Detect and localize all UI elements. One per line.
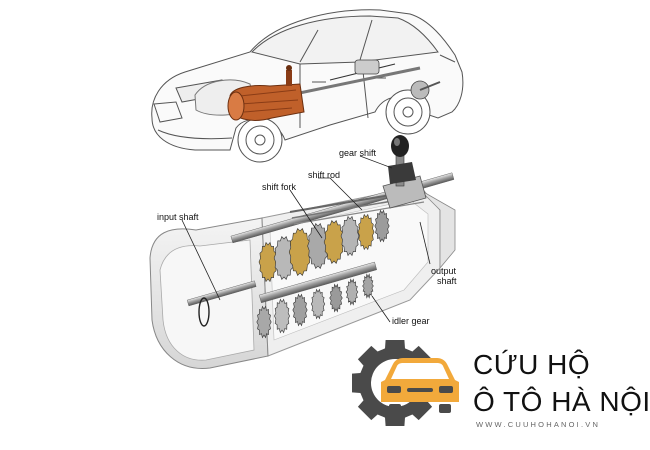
gear xyxy=(256,305,272,339)
gear xyxy=(340,215,360,257)
gear xyxy=(345,278,359,306)
gear xyxy=(274,298,290,334)
drive-shaft xyxy=(284,59,441,100)
label-shift-rod: shift rod xyxy=(308,170,341,180)
label-output-shaft-line2: shaft xyxy=(437,276,457,286)
gear xyxy=(288,228,312,276)
gear xyxy=(258,241,278,283)
gear xyxy=(329,283,343,313)
gear xyxy=(292,293,308,327)
logo-gear-car-icon xyxy=(352,340,459,426)
car-icon xyxy=(381,358,459,413)
label-output-shaft-line1: output xyxy=(431,266,457,276)
gear xyxy=(374,209,390,243)
logo-line-2: Ô TÔ HÀ NỘI xyxy=(473,386,650,417)
label-gear-shift: gear shift xyxy=(339,148,377,158)
gear xyxy=(307,223,329,269)
gear xyxy=(323,220,345,264)
gear xyxy=(357,213,375,251)
logo-line-1: CỨU HỘ xyxy=(473,349,591,380)
label-shift-fork: shift fork xyxy=(262,182,297,192)
label-input-shaft: input shaft xyxy=(157,212,199,222)
gear-set xyxy=(256,209,390,339)
gear xyxy=(273,236,295,280)
gear xyxy=(362,273,374,299)
label-idler-gear: idler gear xyxy=(392,316,430,326)
logo-website: WWW.CUUHOHANOI.VN xyxy=(476,420,601,429)
leader-lines xyxy=(181,155,431,323)
car-gearbox xyxy=(227,65,305,121)
gear xyxy=(310,288,326,320)
